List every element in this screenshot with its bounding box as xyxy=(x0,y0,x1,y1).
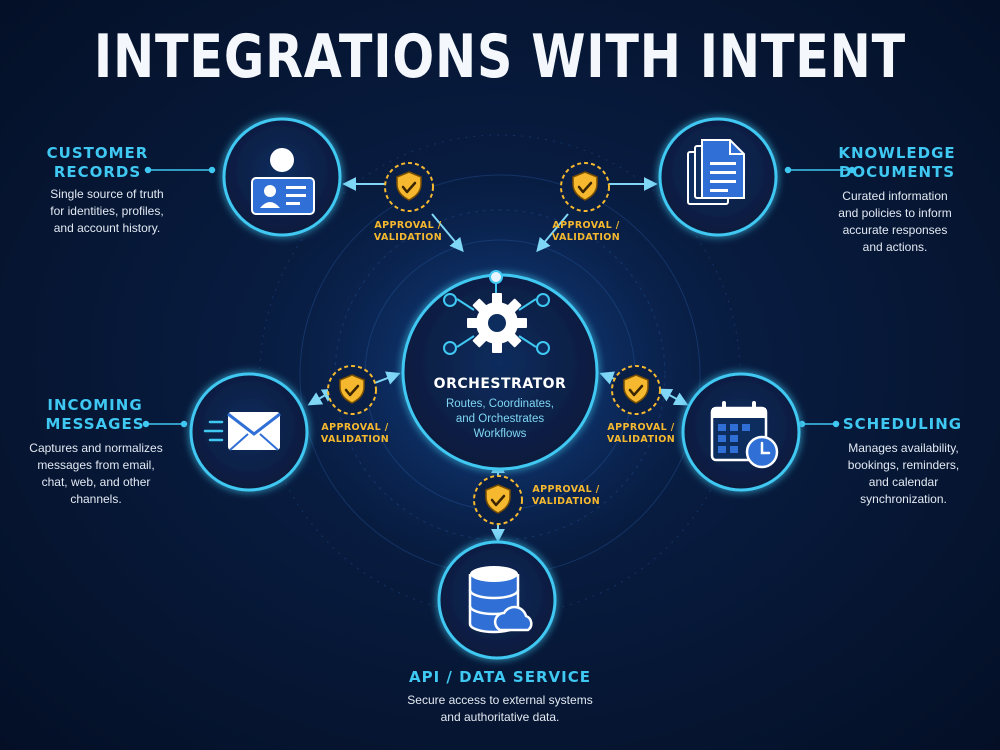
incoming-messages-description: Captures and normalizes messages from em… xyxy=(16,440,176,508)
approval-label-line-2: VALIDATION xyxy=(531,496,601,507)
knowledge-documents-desc-line: Curated information xyxy=(842,189,948,203)
customer-records-title: CUSTOMER RECORDS xyxy=(40,144,155,182)
documents-icon xyxy=(687,139,745,205)
customer-records-node xyxy=(222,117,342,237)
incoming-messages-desc-line: Captures and normalizes xyxy=(29,441,163,455)
knowledge-documents-title: KNOWLEDGE DOCUMENTS xyxy=(832,144,962,182)
calendar-clock-icon xyxy=(710,401,779,469)
shield-check-icon xyxy=(611,365,661,415)
approval-label-top-left: APPROVAL / VALIDATION xyxy=(368,220,448,244)
incoming-messages-title: INCOMING MESSAGES xyxy=(40,396,150,434)
scheduling-desc-line: Manages availability, xyxy=(848,441,959,455)
approval-label-line-2: VALIDATION xyxy=(606,434,676,445)
shield-check-icon xyxy=(327,365,377,415)
knowledge-documents-desc-line: and policies to inform xyxy=(838,206,952,220)
scheduling-desc-line: synchronization. xyxy=(860,492,947,506)
approval-label-line-1: APPROVAL / xyxy=(607,422,675,433)
arrow-to-orchestrator-topleft xyxy=(431,213,464,253)
incoming-messages-desc-line: channels. xyxy=(70,492,122,506)
customer-records-desc-line: and account history. xyxy=(53,221,161,235)
orchestrator-node xyxy=(401,270,599,471)
page-title: INTEGRATIONS WITH INTENT xyxy=(93,22,907,92)
scheduling-title-line-1: SCHEDULING xyxy=(842,415,963,433)
customer-records-title-line-2: RECORDS xyxy=(53,163,142,181)
shield-check-icon xyxy=(473,475,523,525)
knowledge-documents-title-line-2: DOCUMENTS xyxy=(838,163,956,181)
knowledge-documents-description: Curated information and policies to info… xyxy=(815,188,975,256)
incoming-messages-desc-line: messages from email, xyxy=(37,458,155,472)
approval-label-right: APPROVAL / VALIDATION xyxy=(601,422,681,446)
customer-records-desc-line: Single source of truth xyxy=(50,187,164,201)
approval-label-bottom: APPROVAL / VALIDATION xyxy=(526,484,606,508)
approval-label-line-2: VALIDATION xyxy=(373,232,443,243)
api-data-service-title: API / DATA SERVICE xyxy=(360,668,640,687)
api-data-service-desc-line: Secure access to external systems xyxy=(407,693,593,707)
approval-label-line-1: APPROVAL / xyxy=(374,220,442,231)
approval-label-line-2: VALIDATION xyxy=(551,232,621,243)
approval-label-top-right: APPROVAL / VALIDATION xyxy=(546,220,626,244)
customer-records-description: Single source of truth for identities, p… xyxy=(22,186,192,237)
database-cloud-icon xyxy=(468,566,533,634)
approval-label-line-1: APPROVAL / xyxy=(552,220,620,231)
api-data-service-node xyxy=(437,540,557,660)
scheduling-node xyxy=(681,372,801,492)
orchestrator-title: ORCHESTRATOR xyxy=(433,376,567,392)
arrow-to-orchestrator-topright xyxy=(536,213,569,253)
knowledge-documents-node xyxy=(658,117,778,237)
scheduling-desc-line: and calendar xyxy=(868,475,939,489)
knowledge-documents-title-line-1: KNOWLEDGE xyxy=(838,144,956,162)
approval-label-left: APPROVAL / VALIDATION xyxy=(315,422,395,446)
customer-records-title-line-1: CUSTOMER xyxy=(46,144,149,162)
scheduling-description: Manages availability, bookings, reminder… xyxy=(826,440,981,508)
incoming-messages-title-line-1: INCOMING xyxy=(47,396,143,414)
scheduling-title: SCHEDULING xyxy=(840,415,965,434)
incoming-messages-desc-line: chat, web, and other xyxy=(41,475,151,489)
api-data-service-description: Secure access to external systems and au… xyxy=(350,692,650,726)
approval-shields xyxy=(327,162,661,525)
orchestrator-desc-line: Routes, Coordinates, xyxy=(445,398,555,410)
incoming-messages-title-line-2: MESSAGES xyxy=(45,415,145,433)
arrow-scheduling xyxy=(657,388,689,406)
api-data-service-title-line-1: API / DATA SERVICE xyxy=(409,668,591,686)
id-card-icon xyxy=(251,148,315,215)
customer-records-desc-line: for identities, profiles, xyxy=(50,204,164,218)
gear-network-icon xyxy=(443,270,550,355)
envelope-icon xyxy=(203,412,281,451)
scheduling-desc-line: bookings, reminders, xyxy=(847,458,960,472)
approval-label-line-1: APPROVAL / xyxy=(532,484,600,495)
orchestrator-desc-line: Workflows xyxy=(473,428,527,440)
incoming-messages-node xyxy=(189,372,309,492)
label-leaders xyxy=(142,166,856,428)
api-data-service-desc-line: and authoritative data. xyxy=(440,710,560,724)
orchestrator-desc-line: and Orchestrates xyxy=(455,413,545,425)
orchestrator-description: Routes, Coordinates, and Orchestrates Wo… xyxy=(410,397,590,442)
approval-label-line-1: APPROVAL / xyxy=(321,422,389,433)
arrow-orchestrator-left xyxy=(371,371,401,385)
knowledge-documents-desc-line: and actions. xyxy=(862,240,928,254)
approval-label-line-2: VALIDATION xyxy=(320,434,390,445)
knowledge-documents-desc-line: accurate responses xyxy=(842,223,948,237)
shield-check-icon xyxy=(384,162,434,212)
shield-check-icon xyxy=(560,162,610,212)
